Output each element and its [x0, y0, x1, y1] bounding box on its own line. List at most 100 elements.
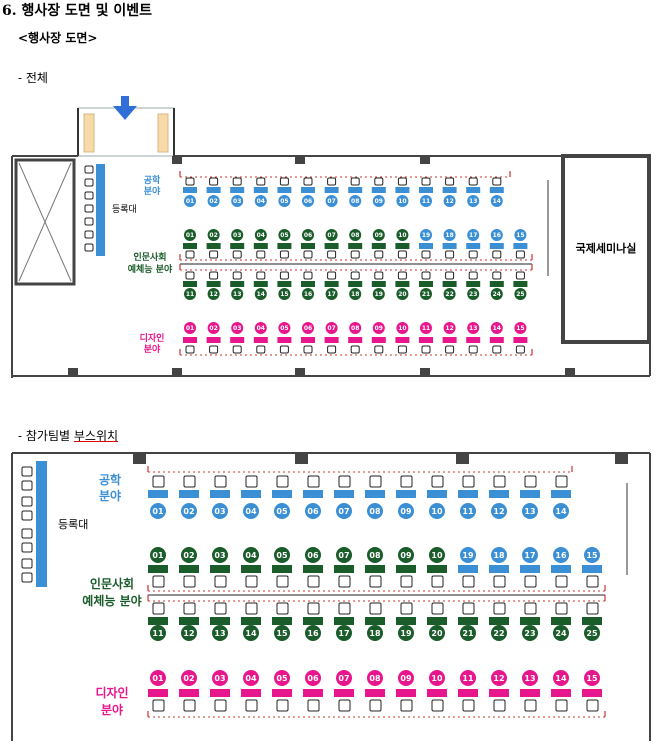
booth-number-badge — [305, 625, 321, 641]
chair-icon — [84, 165, 94, 174]
chair-icon — [245, 475, 258, 488]
booth-number: 20 — [398, 291, 406, 298]
booth-number: 10 — [431, 674, 443, 683]
booth-number-badge — [150, 670, 166, 686]
booth-number: 23 — [469, 291, 477, 298]
booth-number: 07 — [327, 198, 335, 205]
booth-number: 08 — [369, 674, 381, 683]
booth-table — [148, 689, 168, 697]
chair-icon — [374, 250, 384, 259]
booth-number-badge — [460, 547, 476, 563]
booth-number: 07 — [327, 232, 335, 239]
seminar-room-label: 국제세미나실 — [576, 241, 637, 255]
booth-table — [210, 689, 230, 697]
booth-table — [365, 689, 385, 697]
chair-icon — [21, 480, 33, 491]
booth-table — [371, 281, 386, 287]
chair-icon — [256, 177, 266, 186]
booth-table — [303, 689, 323, 697]
booth-number-badge — [514, 229, 527, 241]
chair-icon — [369, 575, 382, 588]
booth-number-badge — [231, 288, 244, 300]
booth-number-badge — [231, 229, 244, 241]
booth-number: 12 — [209, 291, 217, 298]
booth-table — [303, 490, 323, 498]
booth-number: 11 — [186, 291, 194, 298]
chair-icon — [445, 271, 455, 280]
booth-number-badge — [584, 625, 600, 641]
chair-icon — [431, 475, 444, 488]
chair-icon — [431, 575, 444, 588]
booth-number-badge — [443, 322, 456, 334]
chair-icon — [245, 699, 258, 712]
chair-icon — [350, 271, 360, 280]
booth-number: 03 — [214, 551, 225, 560]
booth-table — [489, 187, 504, 193]
booth-table — [442, 243, 457, 249]
chair-icon — [279, 271, 289, 280]
booth-number: 19 — [375, 291, 383, 298]
booth-number: 02 — [209, 232, 217, 239]
booth-number: 01 — [152, 507, 164, 516]
booth-number-badge — [278, 195, 291, 207]
booth-table — [551, 689, 571, 697]
booth-number: 14 — [555, 507, 567, 516]
booth-table — [396, 617, 416, 625]
booth-number: 02 — [209, 198, 217, 205]
chair-icon — [303, 250, 313, 259]
booth-caption: - 참가팀별 부스위치 — [18, 427, 118, 444]
booth-table — [241, 689, 261, 697]
booth-table — [365, 490, 385, 498]
booth-number: 24 — [493, 291, 501, 298]
chair-icon — [462, 475, 475, 488]
booth-number-badge — [491, 625, 507, 641]
booth-number-badge — [367, 625, 383, 641]
booth-number: 05 — [280, 198, 288, 205]
engineering-label-line2: 분야 — [99, 488, 121, 503]
chair-icon — [369, 699, 382, 712]
chair-icon — [183, 602, 196, 615]
chair-icon — [232, 177, 242, 186]
booth-number: 06 — [304, 198, 312, 205]
hall-walls — [11, 452, 651, 741]
booth-number-badge — [212, 547, 228, 563]
chair-icon — [84, 230, 94, 239]
booth-number-badge — [429, 547, 445, 563]
booth-number-badge — [443, 288, 456, 300]
booth-number-badge — [207, 288, 220, 300]
chair-icon — [492, 177, 502, 186]
booth-number-badge — [429, 625, 445, 641]
chair-icon — [152, 475, 165, 488]
booth-number-badge — [274, 503, 290, 519]
booth-number-badge — [184, 195, 196, 207]
booth-number: 16 — [307, 629, 319, 638]
chair-icon — [307, 575, 320, 588]
booth-number-badge — [491, 670, 507, 686]
booth-number: 01 — [152, 674, 164, 683]
chair-icon — [400, 575, 413, 588]
booth-table — [148, 490, 168, 498]
booth-number-badge — [367, 670, 383, 686]
booth-number-badge — [274, 625, 290, 641]
booth-table — [395, 187, 410, 193]
booth-number-badge — [491, 547, 507, 563]
chair-icon — [462, 602, 475, 615]
booth-table — [365, 617, 385, 625]
booth-number-badge — [443, 229, 456, 241]
chair-icon — [421, 345, 431, 354]
chair-icon — [152, 699, 165, 712]
booth-number-badge — [420, 322, 432, 334]
booth-number-badge — [429, 670, 445, 686]
booth-table — [277, 187, 292, 193]
engineering-label-line2: 분야 — [144, 185, 161, 197]
booth-table — [458, 617, 478, 625]
booth-number: 22 — [493, 629, 504, 638]
booth-number: 01 — [186, 198, 194, 205]
booth-number-badge — [184, 288, 196, 300]
booth-number-badge — [254, 322, 267, 334]
booth-number-badge — [336, 670, 352, 686]
booth-table — [148, 617, 168, 625]
booth-table — [458, 565, 478, 573]
